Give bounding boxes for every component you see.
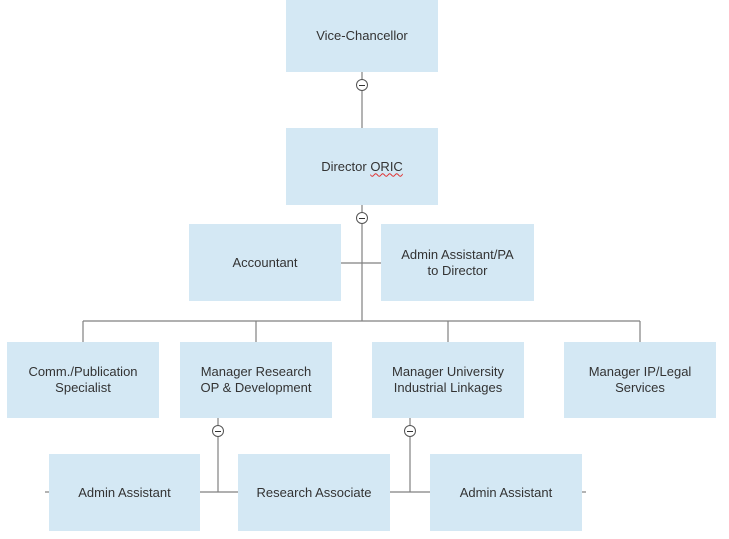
collapse-manager-linkages-minus-circle-icon[interactable] xyxy=(404,425,416,437)
node-admin-assistant-pa[interactable]: Admin Assistant/PA to Director xyxy=(381,224,534,301)
node-admin-assistant-left[interactable]: Admin Assistant xyxy=(49,454,200,531)
node-admin-assistant-left-label: Admin Assistant xyxy=(78,484,171,500)
node-manager-research-label: Manager Research OP & Development xyxy=(200,364,312,395)
collapse-manager-research-minus-circle-icon[interactable] xyxy=(212,425,224,437)
node-comm-publication-label: Comm./Publication Specialist xyxy=(28,364,138,395)
node-director-oric-label: Director ORIC xyxy=(321,159,403,175)
node-manager-industrial-linkages[interactable]: Manager University Industrial Linkages xyxy=(372,342,524,418)
node-accountant-label: Accountant xyxy=(232,254,298,270)
collapse-vice-chancellor-minus-circle-icon[interactable] xyxy=(356,79,368,91)
node-admin-assistant-pa-label: Admin Assistant/PA to Director xyxy=(401,246,514,278)
node-research-associate[interactable]: Research Associate xyxy=(238,454,390,531)
node-admin-assistant-right[interactable]: Admin Assistant xyxy=(430,454,582,531)
node-admin-assistant-right-label: Admin Assistant xyxy=(459,484,553,500)
node-director-oric[interactable]: Director ORIC xyxy=(286,128,438,205)
node-research-associate-label: Research Associate xyxy=(256,484,372,500)
node-manager-linkages-label: Manager University Industrial Linkages xyxy=(392,364,504,395)
director-title-text: Director xyxy=(321,158,371,174)
director-acronym-text: ORIC xyxy=(370,158,403,174)
collapse-director-minus-circle-icon[interactable] xyxy=(356,212,368,224)
node-comm-publication-specialist[interactable]: Comm./Publication Specialist xyxy=(7,342,159,418)
node-accountant[interactable]: Accountant xyxy=(189,224,341,301)
node-vice-chancellor-label: Vice-Chancellor xyxy=(316,28,408,43)
node-manager-ip-legal-label: Manager IP/Legal Services xyxy=(588,364,692,395)
node-vice-chancellor[interactable]: Vice-Chancellor xyxy=(286,0,438,72)
node-manager-research[interactable]: Manager Research OP & Development xyxy=(180,342,332,418)
node-manager-ip-legal[interactable]: Manager IP/Legal Services xyxy=(564,342,716,418)
